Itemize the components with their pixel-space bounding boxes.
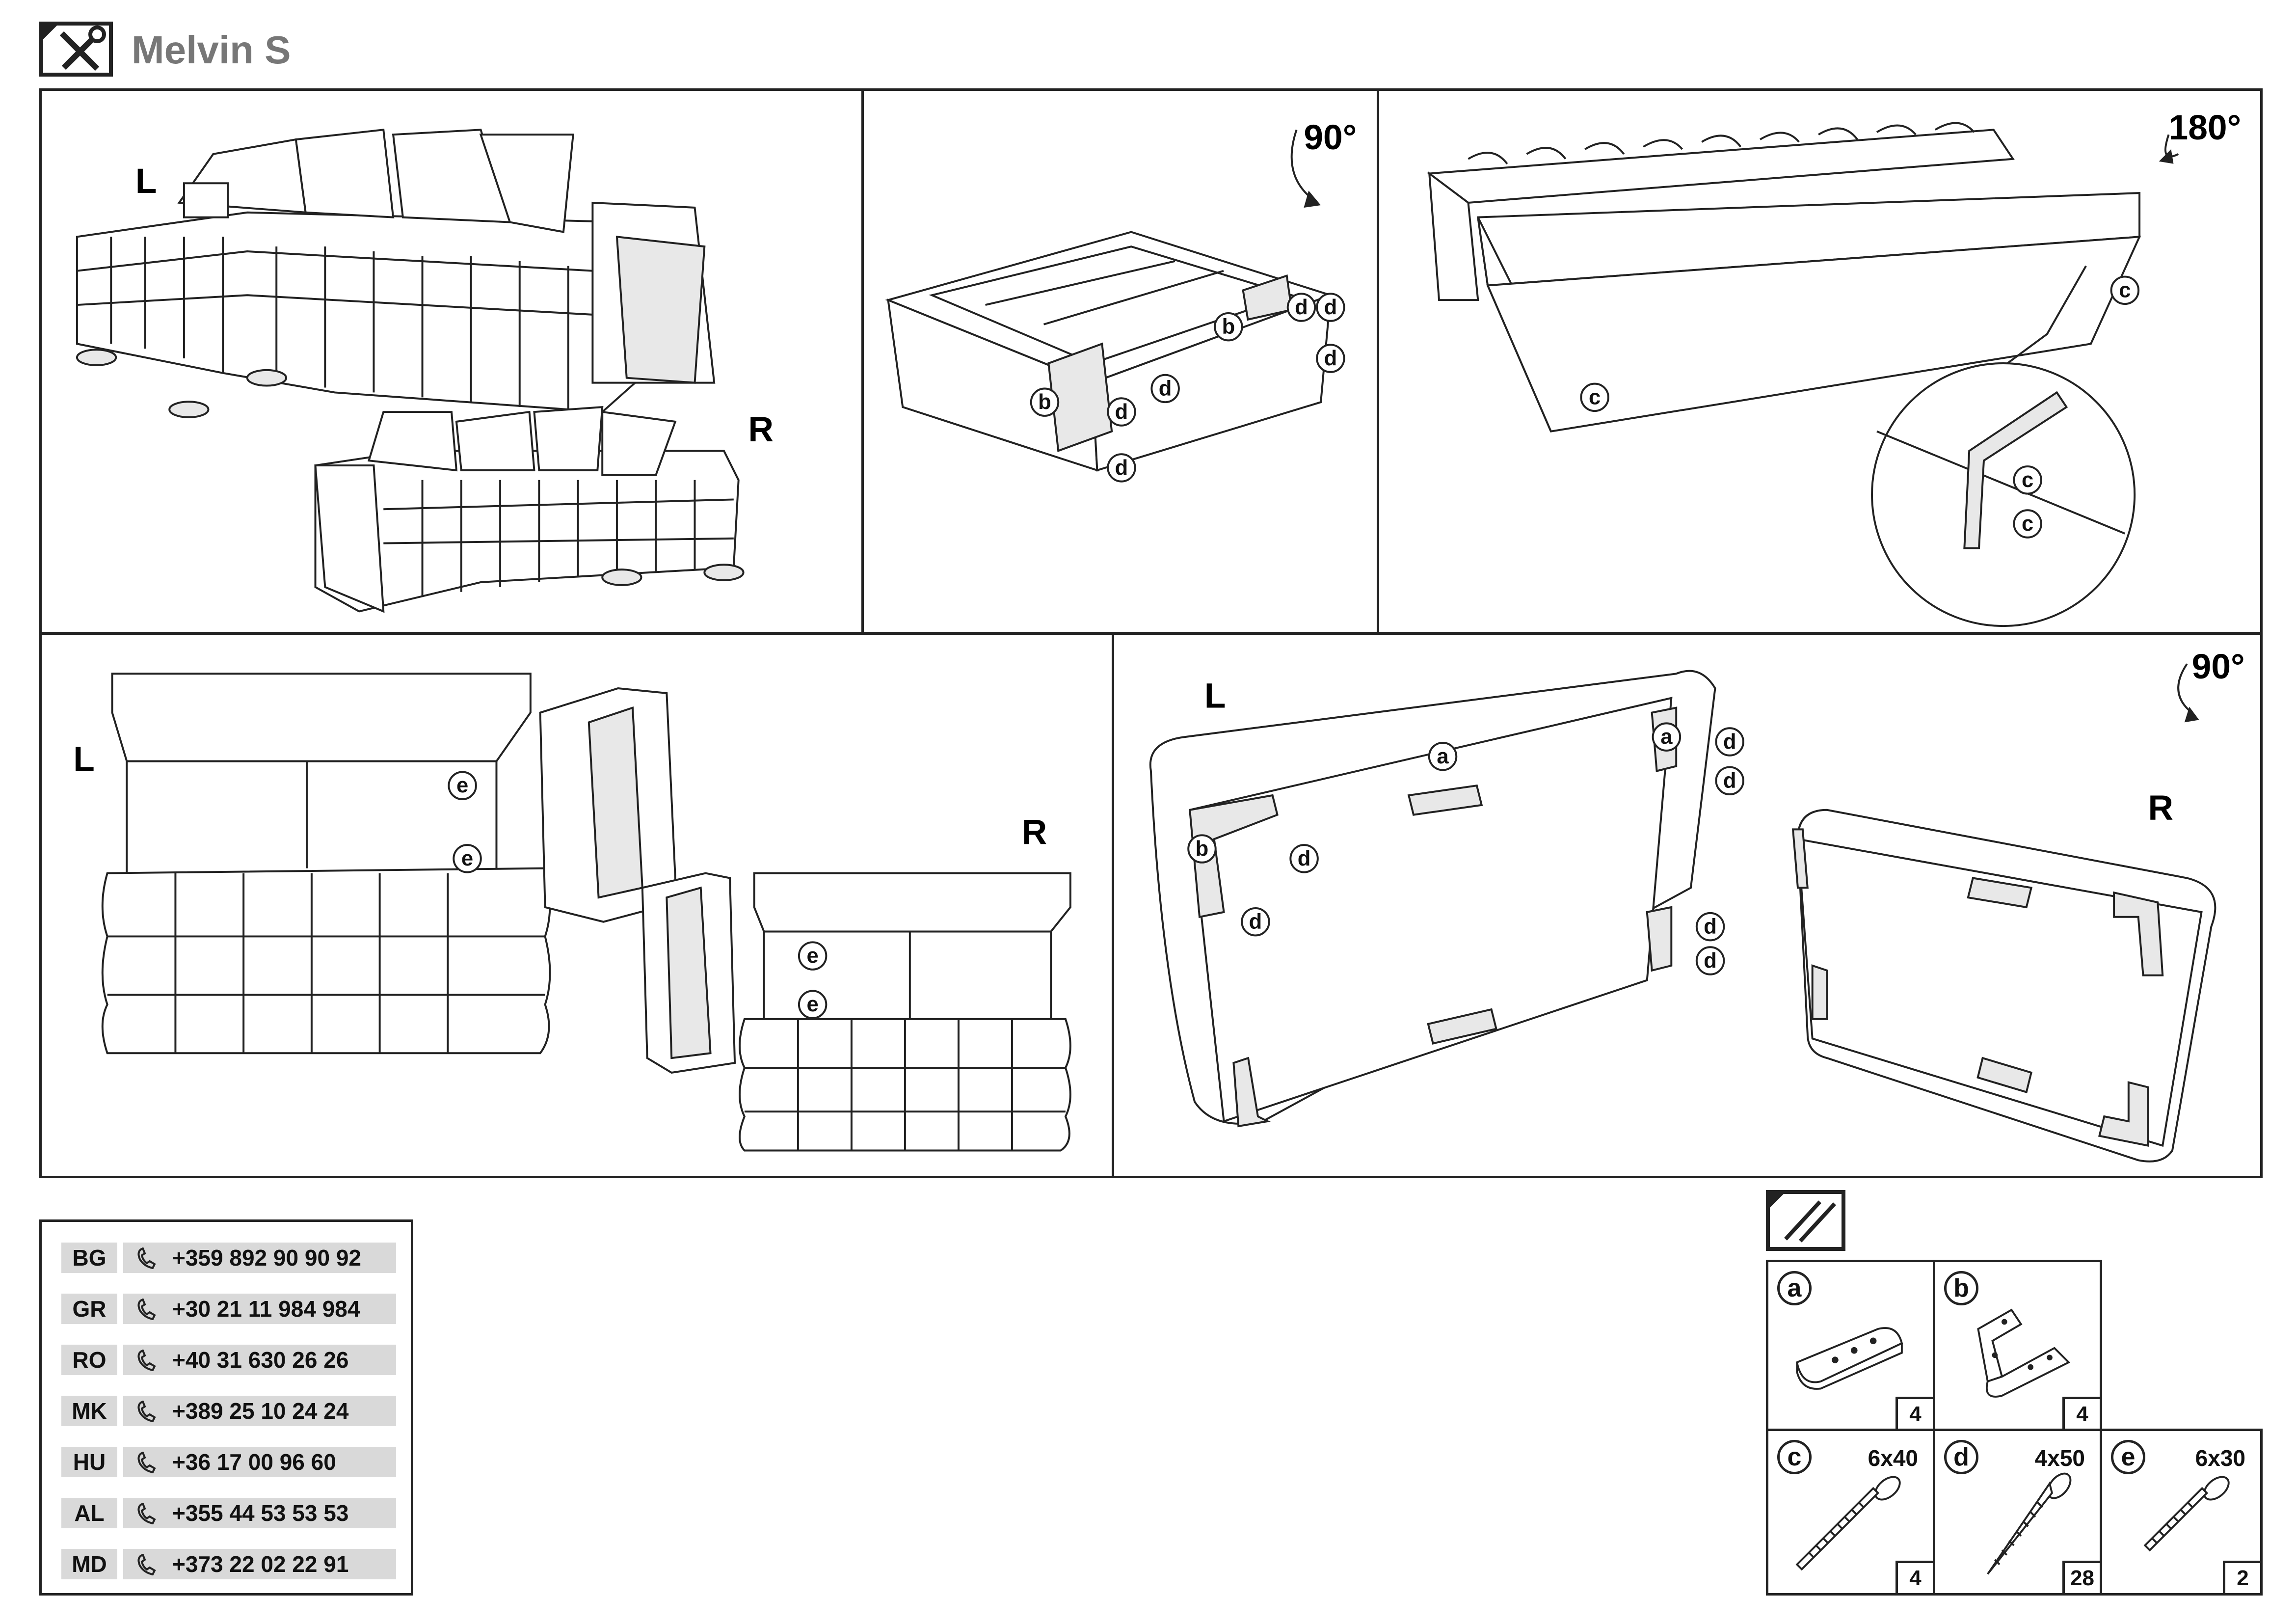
svg-text:d: d: [1704, 915, 1717, 939]
panel-sofa-overview: L R: [39, 88, 864, 634]
panel-underside-feet: L R 90° a: [1112, 632, 2263, 1178]
svg-text:b: b: [1038, 390, 1051, 414]
phone-icon: [137, 1299, 156, 1320]
hardware-size: 6x40: [1868, 1445, 1918, 1471]
phone-icon: [137, 1247, 156, 1269]
underside-left-illustration: [1149, 670, 1716, 1128]
hardware-item-a: a 4: [1766, 1260, 1935, 1432]
phone-icon: [137, 1350, 156, 1371]
country-code: HU: [61, 1447, 117, 1477]
svg-text:d: d: [1298, 847, 1311, 870]
sofa-left-illustration: [76, 129, 716, 418]
panel-bracket-detail: 180° c c c c: [1377, 88, 2263, 634]
panel-base-feet: 90° b d d d b d d d: [861, 88, 1379, 634]
hardware-size: 4x50: [2034, 1445, 2085, 1471]
phone-number: +389 25 10 24 24: [123, 1396, 396, 1426]
rotation-label: 90°: [2192, 647, 2245, 686]
hardware-id: b: [1944, 1271, 1978, 1305]
country-code: MK: [61, 1396, 117, 1426]
hardware-item-b: b 4: [1933, 1260, 2102, 1432]
hardware-qty: 4: [1896, 1397, 1933, 1429]
underside-left-label: L: [1204, 677, 1226, 716]
svg-text:d: d: [1324, 296, 1337, 319]
page-title: Melvin S: [132, 28, 291, 72]
contacts-table: BG +359 892 90 90 92 GR +30 21 11 984 98…: [39, 1219, 413, 1596]
storage-right-illustration: [641, 872, 1071, 1152]
country-code: RO: [61, 1345, 117, 1375]
country-code: AL: [61, 1498, 117, 1528]
callout-labels: a b d d a d d d d: [1187, 722, 1744, 975]
header-tools-icon: [39, 22, 113, 77]
svg-text:a: a: [1660, 725, 1673, 749]
hardware-item-e: e 6x30 2: [2100, 1429, 2263, 1596]
rotation-label: 180°: [2169, 108, 2242, 147]
phone-number: +359 892 90 90 92: [123, 1243, 396, 1273]
storage-right-label: R: [1022, 812, 1047, 852]
hardware-id: e: [2111, 1440, 2145, 1474]
country-code: MD: [61, 1549, 117, 1579]
hardware-id: c: [1777, 1440, 1812, 1474]
svg-text:e: e: [456, 774, 468, 797]
phone-number: +36 17 00 96 60: [123, 1447, 396, 1477]
sofa-right-label: R: [748, 410, 774, 449]
rotation-arrow-icon: [1290, 129, 1321, 208]
svg-text:c: c: [2022, 512, 2033, 536]
svg-text:d: d: [1704, 949, 1717, 973]
svg-text:d: d: [1723, 730, 1736, 754]
callout-labels: b d d d b d d d: [1030, 293, 1345, 483]
country-code: GR: [61, 1294, 117, 1324]
hardware-qty: 4: [2062, 1397, 2100, 1429]
country-code: BG: [61, 1243, 117, 1273]
svg-text:b: b: [1196, 837, 1209, 861]
phone-number: +373 22 02 22 91: [123, 1549, 396, 1579]
svg-text:c: c: [2022, 468, 2033, 492]
svg-text:d: d: [1115, 456, 1128, 480]
hardware-item-d: d 4x50 28: [1933, 1429, 2102, 1596]
svg-text:b: b: [1222, 315, 1235, 339]
panel-storage-sides: L R e e e e: [39, 632, 1114, 1178]
hardware-qty: 2: [2223, 1561, 2260, 1593]
svg-text:d: d: [1723, 769, 1736, 792]
rotation-arrow-icon: [2159, 134, 2179, 164]
sofa-left-label: L: [135, 162, 157, 201]
screws-icon: [1766, 1190, 1845, 1251]
detail-circle: [1871, 362, 2136, 627]
svg-text:c: c: [2119, 278, 2131, 302]
hardware-qty: 4: [1896, 1561, 1933, 1593]
hardware-qty: 28: [2062, 1561, 2100, 1593]
phone-number: +30 21 11 984 984: [123, 1294, 396, 1324]
svg-text:d: d: [1324, 347, 1337, 370]
underside-right-illustration: [1791, 809, 2216, 1163]
phone-number: +355 44 53 53 53: [123, 1498, 396, 1528]
storage-left-label: L: [73, 739, 95, 779]
phone-icon: [137, 1503, 156, 1524]
callout-labels: e e e e: [448, 771, 828, 1019]
svg-text:e: e: [807, 993, 819, 1016]
svg-text:d: d: [1295, 296, 1308, 319]
rotation-label: 90°: [1304, 118, 1357, 157]
svg-text:a: a: [1437, 745, 1449, 768]
hardware-item-c: c 6x40 4: [1766, 1429, 1935, 1596]
phone-icon: [137, 1554, 156, 1575]
underside-right-label: R: [2148, 788, 2173, 828]
svg-text:e: e: [461, 847, 473, 870]
phone-icon: [137, 1401, 156, 1422]
hardware-size: 6x30: [2195, 1445, 2245, 1471]
phone-icon: [137, 1452, 156, 1473]
svg-text:d: d: [1249, 910, 1262, 934]
callout-labels: c c c c: [1580, 275, 2140, 539]
hardware-id: d: [1944, 1440, 1978, 1474]
phone-number: +40 31 630 26 26: [123, 1345, 396, 1375]
rotation-arrow-icon: [2177, 663, 2199, 723]
sofa-right-illustration: [314, 406, 745, 613]
svg-text:e: e: [807, 944, 819, 968]
storage-left-illustration: [101, 673, 678, 1055]
svg-text:c: c: [1589, 385, 1601, 409]
svg-text:d: d: [1115, 400, 1128, 424]
svg-text:d: d: [1159, 377, 1172, 400]
hardware-id: a: [1777, 1271, 1812, 1305]
